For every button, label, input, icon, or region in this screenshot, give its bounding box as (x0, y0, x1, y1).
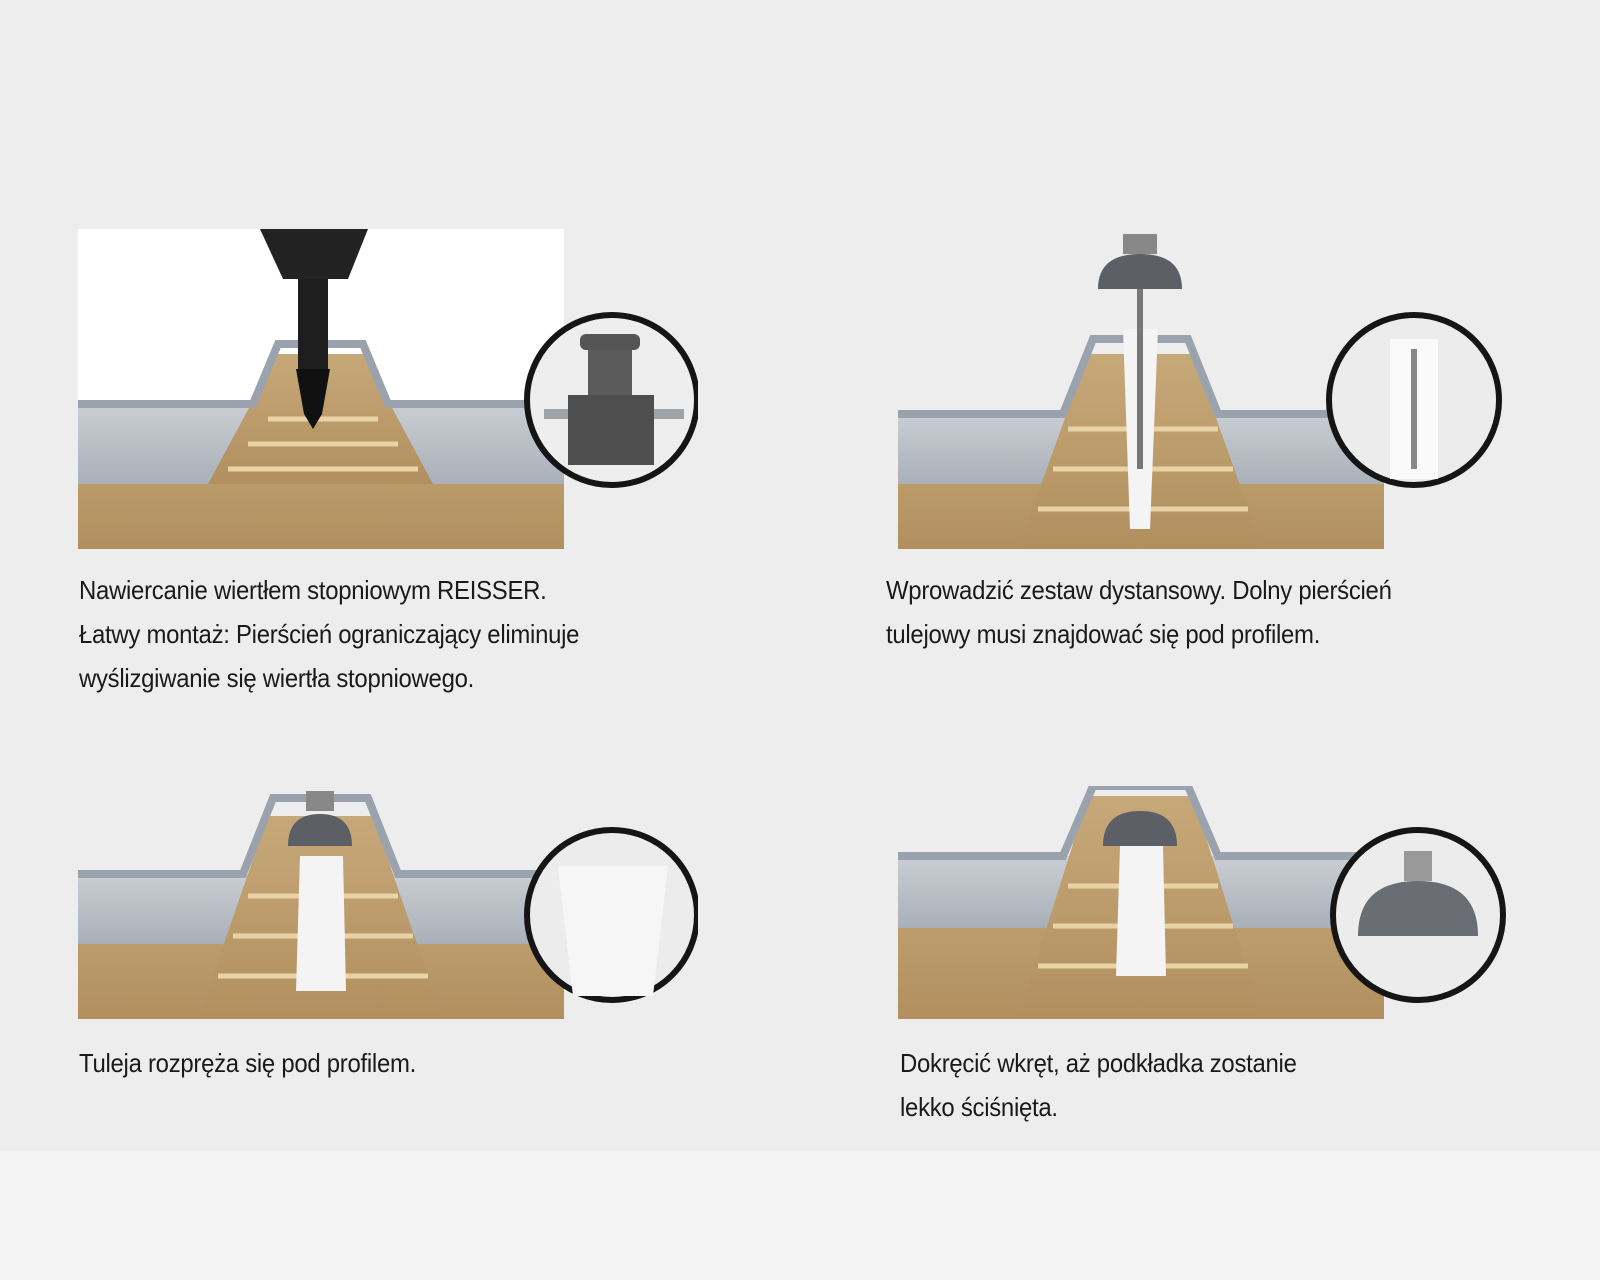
caption-line: Dokręcić wkręt, aż podkładka zostanie (900, 1048, 1297, 1078)
caption-line: Nawiercanie wiertłem stopniowym REISSER. (79, 575, 547, 605)
step-2-caption: Wprowadzić zestaw dystansowy. Dolny pier… (886, 568, 1392, 656)
step-4-caption: Dokręcić wkręt, aż podkładka zostanie le… (900, 1041, 1297, 1129)
step-1-caption: Nawiercanie wiertłem stopniowym REISSER.… (79, 568, 579, 700)
footer-band (0, 1151, 1600, 1280)
step-3-illustration (78, 786, 700, 1031)
step-4-illustration (898, 782, 1518, 1031)
caption-line: wyślizgiwanie się wiertła stopniowego. (79, 663, 475, 693)
step-2-illustration (898, 229, 1518, 554)
caption-line: tulejowy musi znajdować się pod profilem… (886, 619, 1321, 649)
step-3-caption: Tuleja rozpręża się pod profilem. (79, 1041, 416, 1085)
caption-line: Łatwy montaż: Pierścień ograniczający el… (79, 619, 580, 649)
caption-line: lekko ściśnięta. (900, 1092, 1058, 1122)
caption-line: Wprowadzić zestaw dystansowy. Dolny pier… (886, 575, 1392, 605)
step-1-illustration (78, 229, 700, 554)
caption-line: Tuleja rozpręża się pod profilem. (79, 1048, 417, 1078)
